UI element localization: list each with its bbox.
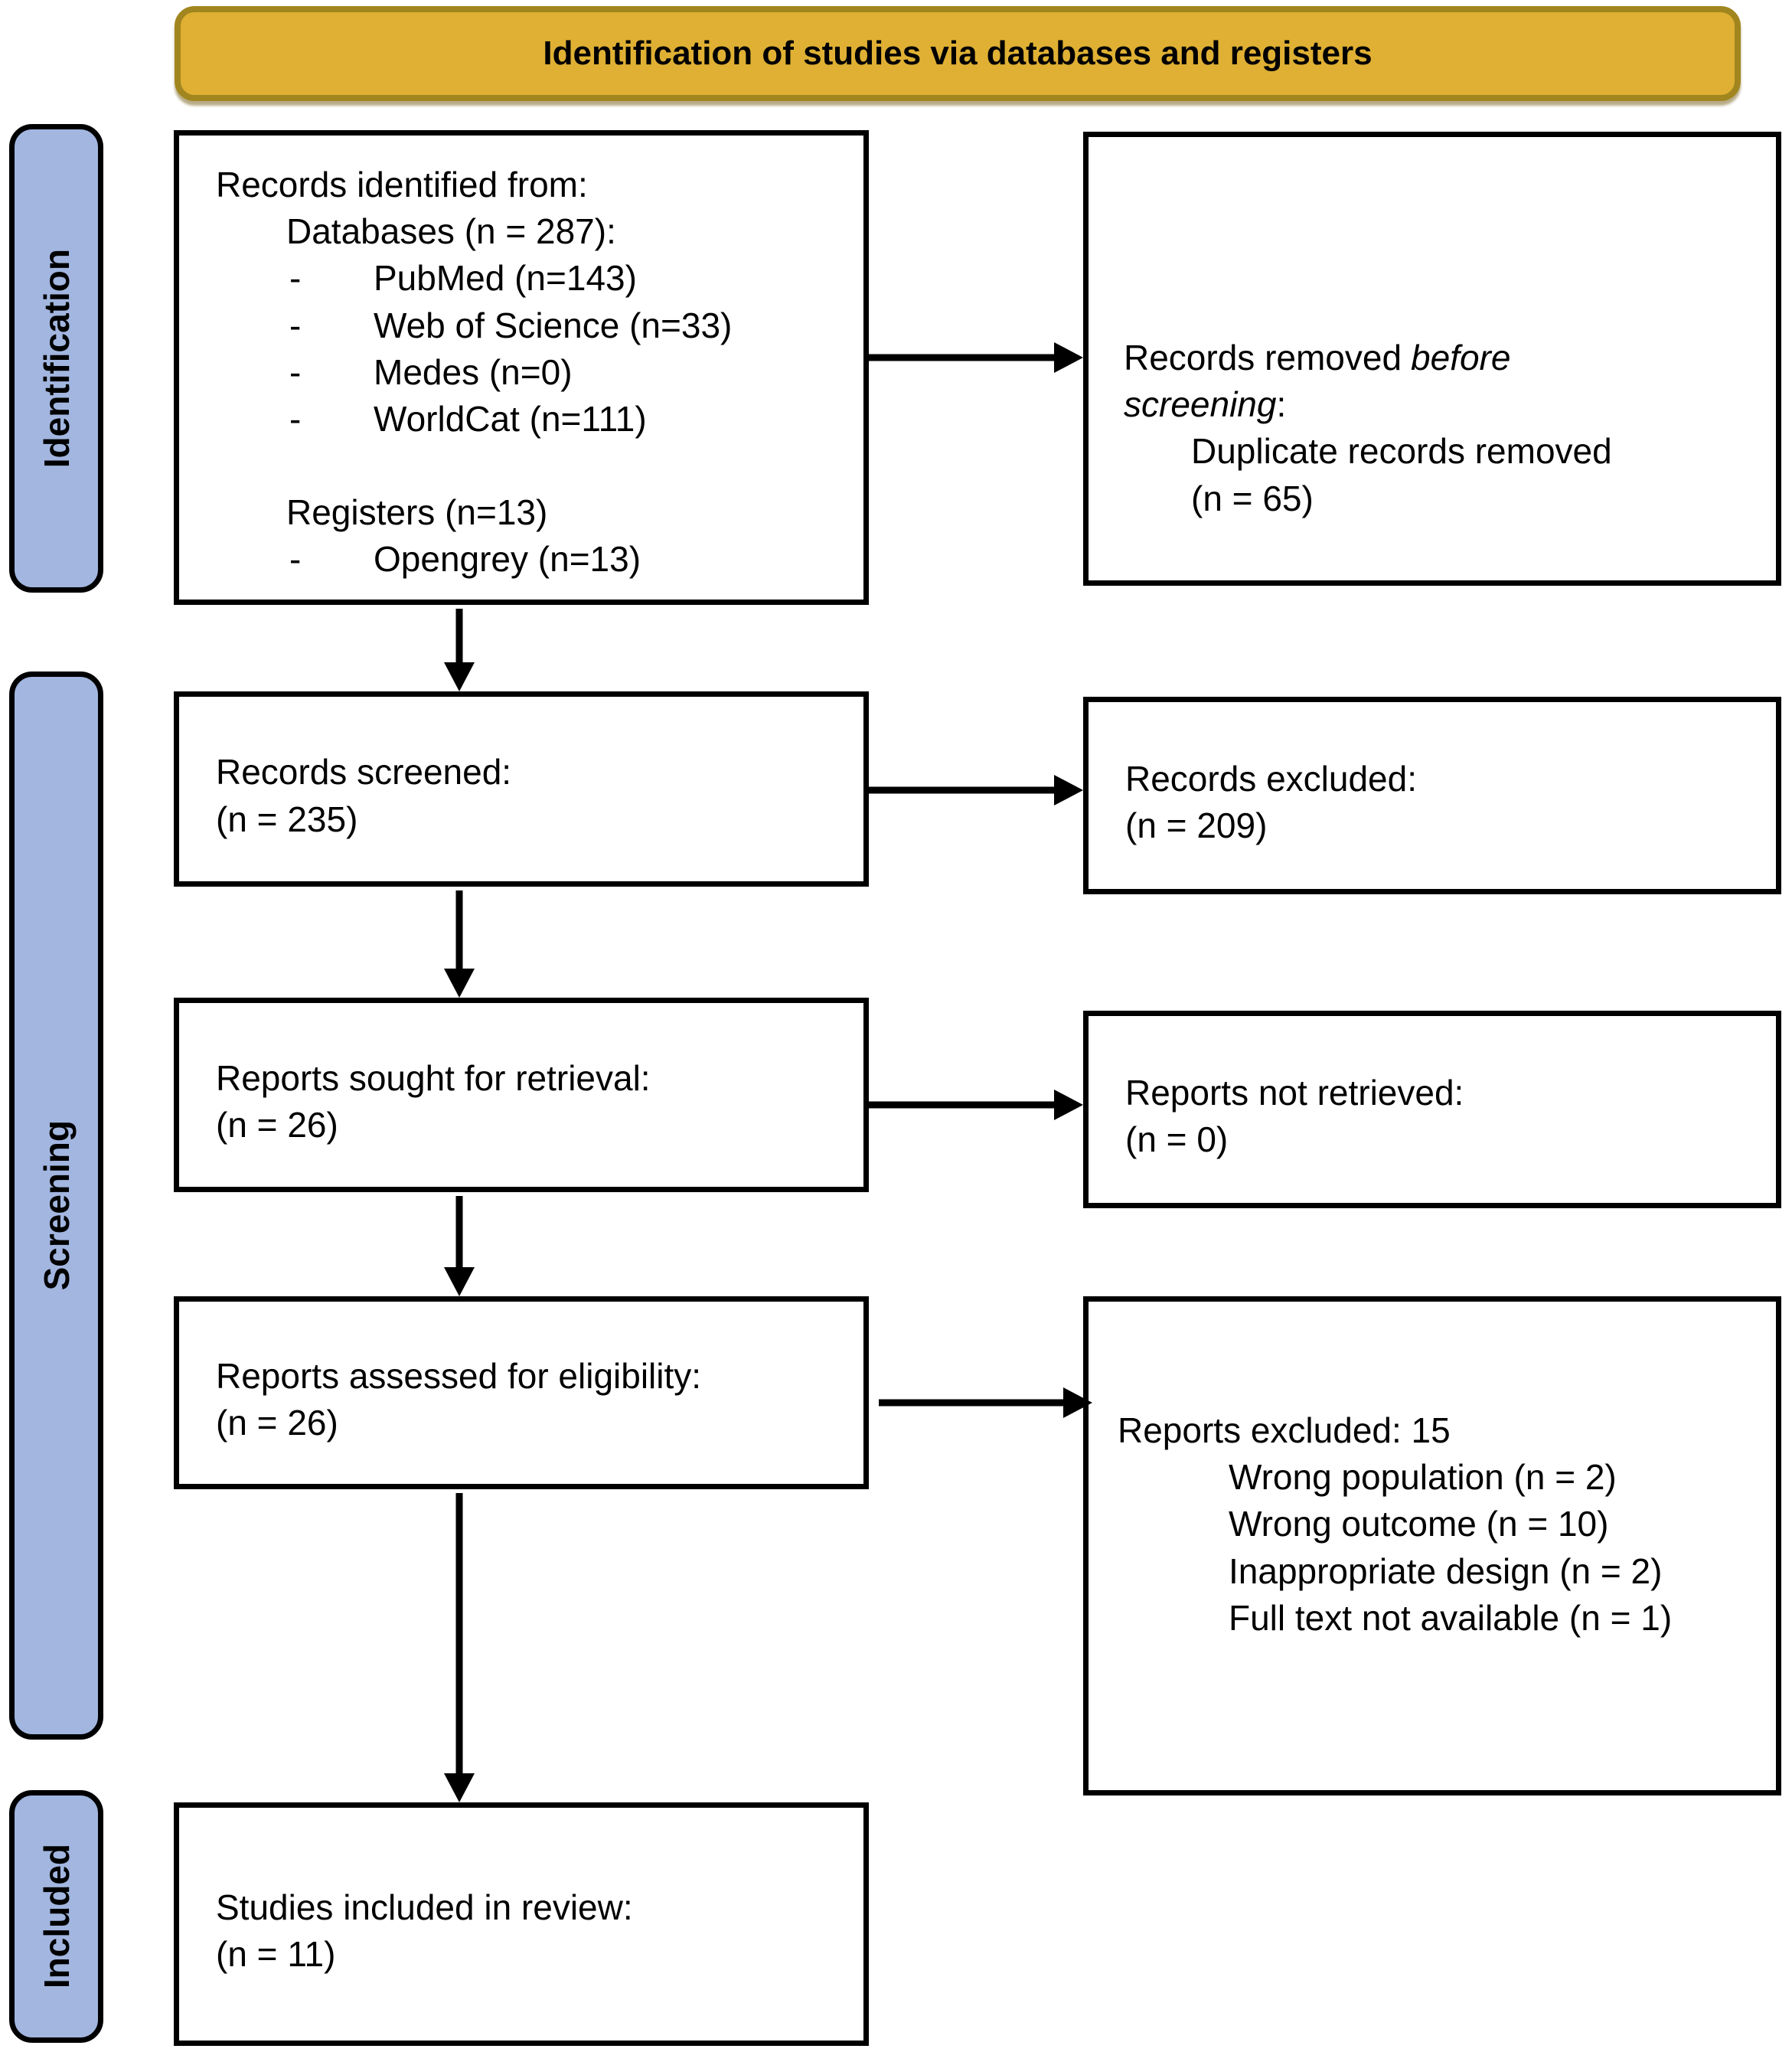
arrow-sought-to-assessed	[444, 1196, 475, 1296]
arrow-screened-to-excluded	[869, 775, 1083, 805]
box-reports-not-retrieved: Reports not retrieved: (n = 0)	[1083, 1011, 1781, 1208]
arrow-identified-to-screened	[444, 609, 475, 691]
arrowhead-right-icon	[1063, 1387, 1092, 1418]
arrow-sought-to-not-retrieved	[869, 1090, 1083, 1120]
reports-not-retrieved-label: Reports not retrieved:	[1125, 1072, 1464, 1113]
arrowhead-right-icon	[1054, 342, 1083, 373]
stage-included: Included	[9, 1790, 103, 2043]
duplicates-removed-count: (n = 65)	[1191, 478, 1314, 518]
reports-sought-count: (n = 26)	[216, 1105, 338, 1145]
arrowhead-down-icon	[444, 1773, 475, 1802]
stage-identification: Identification	[9, 124, 103, 593]
register-item: -Opengrey (n=13)	[289, 536, 850, 583]
records-removed-line2: screening:	[1124, 384, 1287, 425]
studies-included-count: (n = 11)	[216, 1934, 336, 1974]
blank-line	[216, 443, 850, 489]
bullet-dash: -	[289, 305, 302, 345]
stage-screening: Screening	[9, 671, 103, 1740]
database-item: -Web of Science (n=33)	[289, 302, 850, 349]
arrowhead-down-icon	[444, 662, 475, 691]
records-screened-count: (n = 235)	[216, 799, 358, 839]
bullet-dash: -	[289, 539, 302, 580]
bullet-dash: -	[289, 351, 302, 392]
database-item: -Medes (n=0)	[289, 349, 850, 396]
arrowhead-down-icon	[444, 969, 475, 998]
bullet-dash: -	[289, 398, 302, 439]
reports-assessed-label: Reports assessed for eligibility:	[216, 1355, 702, 1396]
exclusion-reason: Wrong outcome (n = 10)	[1229, 1504, 1609, 1544]
database-item: -WorldCat (n=111)	[289, 396, 850, 443]
box-records-screened: Records screened: (n = 235)	[174, 691, 869, 887]
bullet-dash: -	[289, 258, 302, 299]
registers-label: Registers (n=13)	[286, 492, 548, 533]
reports-sought-label: Reports sought for retrieval:	[216, 1057, 651, 1098]
box-studies-included: Studies included in review: (n = 11)	[174, 1802, 869, 2046]
arrow-identified-to-removed	[869, 342, 1083, 373]
exclusion-reason: Full text not available (n = 1)	[1229, 1597, 1673, 1638]
stage-screening-label: Screening	[36, 1120, 77, 1291]
reports-excluded-heading: Reports excluded: 15	[1118, 1410, 1451, 1450]
arrow-assessed-to-excluded	[879, 1387, 1092, 1418]
reports-assessed-count: (n = 26)	[216, 1403, 338, 1443]
records-excluded-label: Records excluded:	[1125, 758, 1417, 799]
arrowhead-down-icon	[444, 1267, 475, 1296]
duplicates-removed-label: Duplicate records removed	[1191, 431, 1612, 472]
records-identified-heading: Records identified from:	[216, 165, 588, 204]
box-reports-sought: Reports sought for retrieval: (n = 26)	[174, 998, 869, 1192]
database-item: -PubMed (n=143)	[289, 255, 850, 302]
arrowhead-right-icon	[1054, 1090, 1083, 1120]
box-records-excluded: Records excluded: (n = 209)	[1083, 697, 1781, 894]
box-reports-assessed: Reports assessed for eligibility: (n = 2…	[174, 1296, 869, 1489]
banner-title: Identification of studies via databases …	[175, 6, 1741, 101]
stage-identification-label: Identification	[36, 248, 77, 469]
studies-included-label: Studies included in review:	[216, 1887, 633, 1927]
records-screened-label: Records screened:	[216, 752, 512, 792]
stage-included-label: Included	[36, 1844, 77, 1989]
exclusion-reason: Wrong population (n = 2)	[1229, 1457, 1617, 1498]
arrowhead-right-icon	[1054, 775, 1083, 805]
exclusion-reason: Inappropriate design (n = 2)	[1229, 1550, 1663, 1591]
arrow-screened-to-sought	[444, 890, 475, 998]
records-excluded-count: (n = 209)	[1125, 805, 1268, 845]
box-records-identified: Records identified from: Databases (n = …	[174, 130, 869, 605]
box-reports-excluded: Reports excluded: 15 Wrong population (n…	[1083, 1296, 1781, 1796]
databases-label: Databases (n = 287):	[286, 211, 616, 252]
arrow-assessed-to-included	[444, 1493, 475, 1802]
reports-not-retrieved-count: (n = 0)	[1125, 1119, 1229, 1159]
